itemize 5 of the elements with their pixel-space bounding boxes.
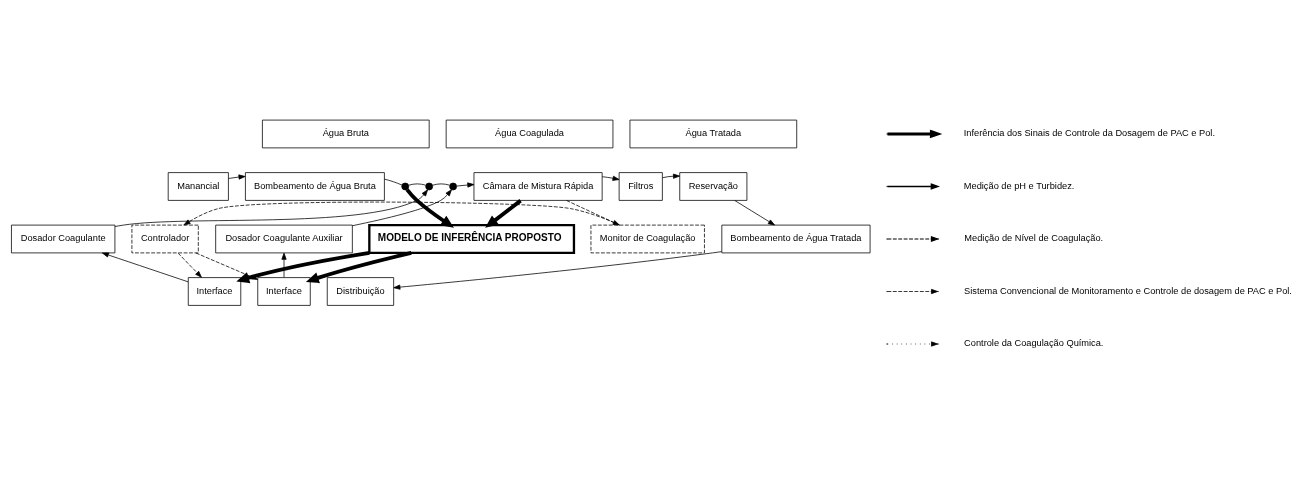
legend-label: Medição de pH e Turbidez.: [963, 180, 1075, 191]
legend-label: Medição de Nível de Coagulação.: [964, 232, 1104, 243]
legend-label: Inferência dos Sinais de Controle da Dosagem de PAC e Pol.: [963, 127, 1215, 138]
legend-label: Controle da Coagulação Química.: [964, 337, 1104, 348]
legend-label: Sistema Convencional de Monitoramento e Controle de dosagem de PAC e Pol.: [964, 285, 1292, 296]
